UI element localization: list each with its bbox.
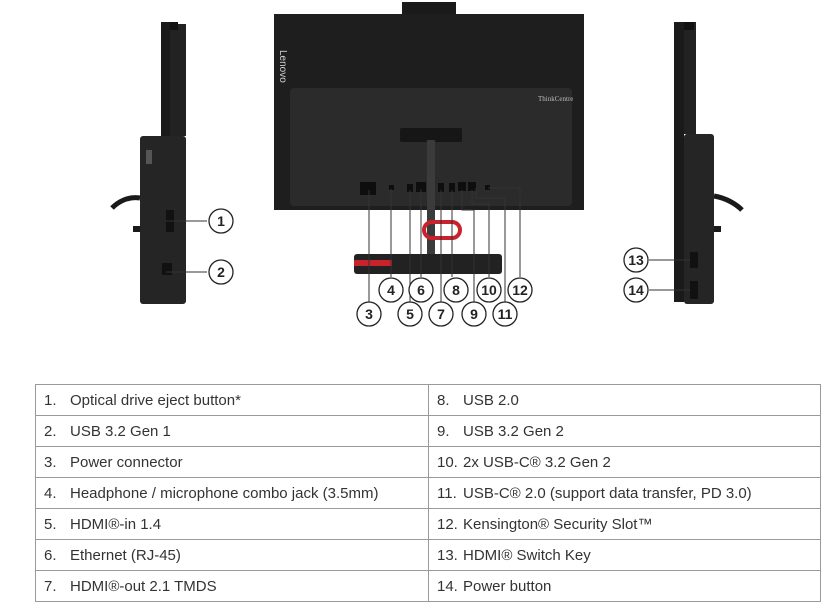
svg-text:14: 14 <box>628 282 644 298</box>
port-cell: 9.USB 3.2 Gen 2 <box>428 415 821 447</box>
leader-lines <box>166 187 690 302</box>
lenovo-logo: Lenovo <box>277 50 288 83</box>
port-cell: 2.USB 3.2 Gen 1 <box>35 415 429 447</box>
table-row: 5.HDMI®-in 1.4 12.Kensington® Security S… <box>35 508 821 540</box>
callout-14: 14 <box>623 277 649 303</box>
svg-text:2: 2 <box>217 264 225 280</box>
callout-2: 2 <box>208 259 234 285</box>
svg-text:5: 5 <box>406 306 414 322</box>
svg-text:8: 8 <box>452 282 460 298</box>
table-row: 3.Power connector 10.2x USB-C® 3.2 Gen 2 <box>35 446 821 478</box>
port-cell: 11.USB-C® 2.0 (support data transfer, PD… <box>428 477 821 509</box>
svg-text:3: 3 <box>365 306 373 322</box>
callout-6: 6 <box>408 277 434 303</box>
svg-text:13: 13 <box>628 252 644 268</box>
svg-text:11: 11 <box>498 306 513 322</box>
port-cell: 7.HDMI®-out 2.1 TMDS <box>35 570 429 602</box>
callout-5: 5 <box>397 301 423 327</box>
thinkcentre-logo: ThinkCentre <box>538 95 573 103</box>
svg-text:6: 6 <box>417 282 425 298</box>
port-cell: 4.Headphone / microphone combo jack (3.5… <box>35 477 429 509</box>
rear-view: Lenovo ThinkCentre <box>274 2 584 274</box>
callout-9: 9 <box>461 301 487 327</box>
callout-1: 1 <box>208 208 234 234</box>
callout-4: 4 <box>378 277 404 303</box>
svg-text:9: 9 <box>470 306 478 322</box>
right-side-view <box>674 22 744 304</box>
port-cell: 13.HDMI® Switch Key <box>428 539 821 571</box>
port-cell: 3.Power connector <box>35 446 429 478</box>
svg-text:1: 1 <box>217 213 225 229</box>
svg-text:12: 12 <box>512 282 528 298</box>
table-row: 4.Headphone / microphone combo jack (3.5… <box>35 477 821 509</box>
ports-table: 1.Optical drive eject button* 8.USB 2.0 … <box>35 384 821 602</box>
table-row: 2.USB 3.2 Gen 1 9.USB 3.2 Gen 2 <box>35 415 821 447</box>
callout-7: 7 <box>428 301 454 327</box>
callout-11: 11 <box>492 301 518 327</box>
port-cell: 8.USB 2.0 <box>428 384 821 416</box>
port-cell: 1.Optical drive eject button* <box>35 384 429 416</box>
left-side-view <box>110 22 186 304</box>
callout-12: 12 <box>507 277 533 303</box>
port-cell: 12.Kensington® Security Slot™ <box>428 508 821 540</box>
table-row: 6.Ethernet (RJ-45) 13.HDMI® Switch Key <box>35 539 821 571</box>
callout-8: 8 <box>443 277 469 303</box>
table-row: 1.Optical drive eject button* 8.USB 2.0 <box>35 384 821 416</box>
svg-text:10: 10 <box>481 282 497 298</box>
callout-13: 13 <box>623 247 649 273</box>
port-cell: 6.Ethernet (RJ-45) <box>35 539 429 571</box>
svg-text:7: 7 <box>437 306 445 322</box>
port-cell: 10.2x USB-C® 3.2 Gen 2 <box>428 446 821 478</box>
product-diagram: Lenovo ThinkCentre <box>110 2 744 327</box>
port-cell: 14.Power button <box>428 570 821 602</box>
callout-10: 10 <box>476 277 502 303</box>
table-row: 7.HDMI®-out 2.1 TMDS 14.Power button <box>35 570 821 602</box>
svg-text:4: 4 <box>387 282 395 298</box>
port-cell: 5.HDMI®-in 1.4 <box>35 508 429 540</box>
callout-3: 3 <box>356 301 382 327</box>
